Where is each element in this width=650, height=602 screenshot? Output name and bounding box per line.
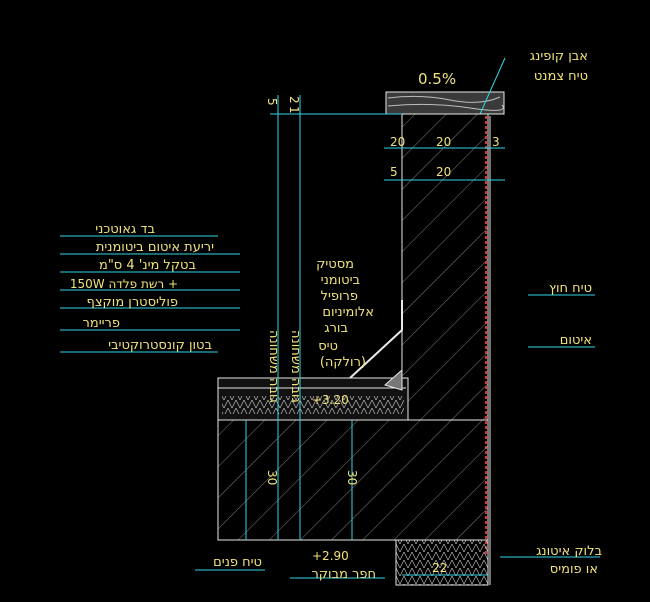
flash-label-1: ביטומני xyxy=(321,273,360,288)
slope-label: 0.5% xyxy=(418,70,456,88)
height-label-1: גובה משחונה xyxy=(266,330,281,403)
dim-wall-a: 20 xyxy=(390,135,405,149)
parapet-wall xyxy=(401,113,491,585)
base-block xyxy=(395,539,489,586)
flash-label-4: בורג xyxy=(324,321,348,336)
dim-top-a: 5 xyxy=(265,98,279,106)
dim-slab-a: 30 xyxy=(265,470,279,485)
left-label-3: 150W רשת פלדה + xyxy=(70,277,178,291)
slab xyxy=(217,300,489,541)
render-label: טיח צמנט xyxy=(534,69,588,84)
level-top: +3.20 xyxy=(312,393,349,407)
left-label-4: פוליסטרן מוקצף xyxy=(87,295,178,310)
left-label-5: פריימר xyxy=(83,316,120,331)
dim-wall-e: 20 xyxy=(436,165,451,179)
waterproof-label: איטום xyxy=(560,333,592,348)
flash-label-2: פרופיל xyxy=(321,289,358,304)
interior-render-label: טיח פנים xyxy=(213,555,262,570)
dim-top-b: 2 xyxy=(287,96,301,104)
level-bottom: +2.90 xyxy=(312,549,349,563)
height-label-2: גובה משחונה xyxy=(288,330,303,403)
flash-label-5: טיס xyxy=(318,339,338,354)
left-label-1: יריעת איטום ביטומנית xyxy=(96,240,214,255)
left-label-2: בטקל מינ' 4 ס"מ xyxy=(99,258,196,273)
pumice-label: או פומיס xyxy=(550,562,598,577)
dim-top-c: 1 xyxy=(287,106,301,114)
left-label-6: בטון קונסטרוקטיבי xyxy=(108,338,212,353)
ext-render-label: טיח חוץ xyxy=(549,281,592,296)
coping-stone xyxy=(385,57,506,115)
flash-label-3: אלומיניום xyxy=(322,305,374,320)
block-label: בלוק איטונג xyxy=(536,544,602,559)
flash-label-6: (רולקה) xyxy=(320,355,366,370)
dim-wall-b: 20 xyxy=(436,135,451,149)
left-label-0: בד גאוטכני xyxy=(95,222,155,237)
dim-slab-b: 30 xyxy=(345,470,359,485)
flash-label-0: מסטיק xyxy=(316,257,354,272)
dim-wall-d: 5 xyxy=(390,165,398,179)
dim-wall-c: 3 xyxy=(492,135,500,149)
dim-base: 22 xyxy=(432,561,447,575)
dimension-lines xyxy=(245,95,505,576)
trench-label: חפר מבוקר xyxy=(311,567,376,582)
coping-label: אבן קופינג xyxy=(530,49,588,64)
leader-lines xyxy=(60,235,600,579)
